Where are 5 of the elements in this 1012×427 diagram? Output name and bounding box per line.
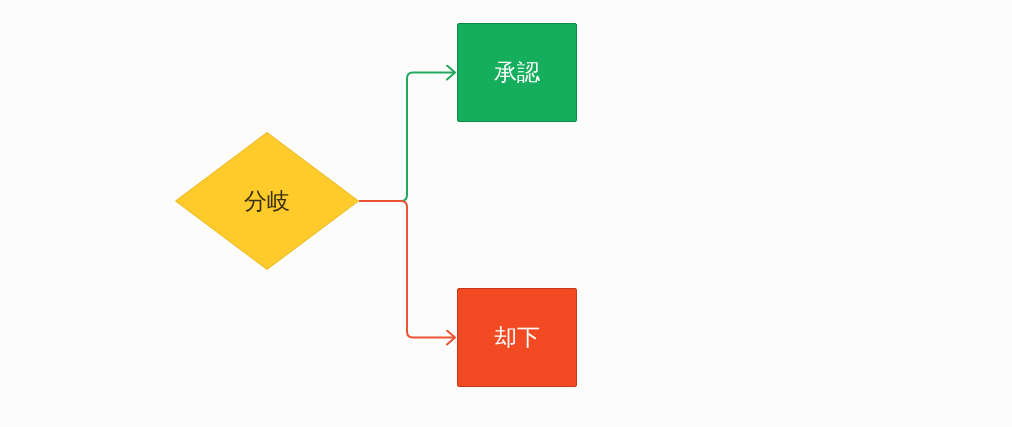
process-box: 承認	[457, 23, 577, 122]
connector-line	[358, 200, 402, 202]
connector-arrow	[400, 200, 456, 346]
decision-diamond: 分岐	[175, 132, 359, 270]
process-box: 却下	[457, 288, 577, 387]
